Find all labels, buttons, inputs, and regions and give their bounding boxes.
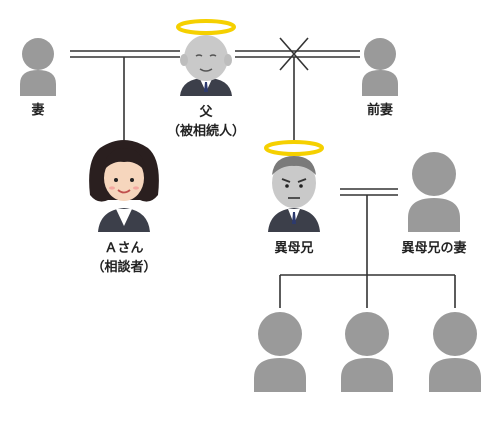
half-brother-wife-label: 異母兄の妻 — [401, 240, 466, 256]
child-silhouette-2 — [341, 312, 393, 392]
ex-wife-silhouette — [362, 38, 398, 96]
person-a-face — [104, 155, 144, 201]
father-label: 父 — [198, 105, 213, 120]
person-a-label: Ａさん — [104, 241, 143, 256]
father-role: （被相続人） — [167, 123, 245, 139]
wife-label: 妻 — [31, 102, 44, 118]
wife-silhouette — [20, 38, 56, 96]
relationship-lines — [70, 37, 456, 308]
person-a-role: （相談者） — [91, 259, 156, 275]
father-halo — [176, 19, 236, 35]
child-silhouette-3 — [429, 312, 481, 392]
half-brother-head — [272, 158, 316, 208]
half-brother-illustration — [264, 140, 324, 232]
person-a-illustration — [89, 140, 159, 232]
child-silhouette-1 — [254, 312, 306, 392]
divorce-mark-2 — [279, 37, 309, 71]
half-brother-wife-silhouette — [408, 152, 460, 232]
father-head — [184, 35, 228, 81]
half-brother-halo — [264, 140, 324, 156]
ex-wife-label: 前妻 — [367, 102, 393, 118]
father-illustration — [176, 19, 236, 96]
half-brother-label: 異母兄 — [274, 241, 313, 256]
